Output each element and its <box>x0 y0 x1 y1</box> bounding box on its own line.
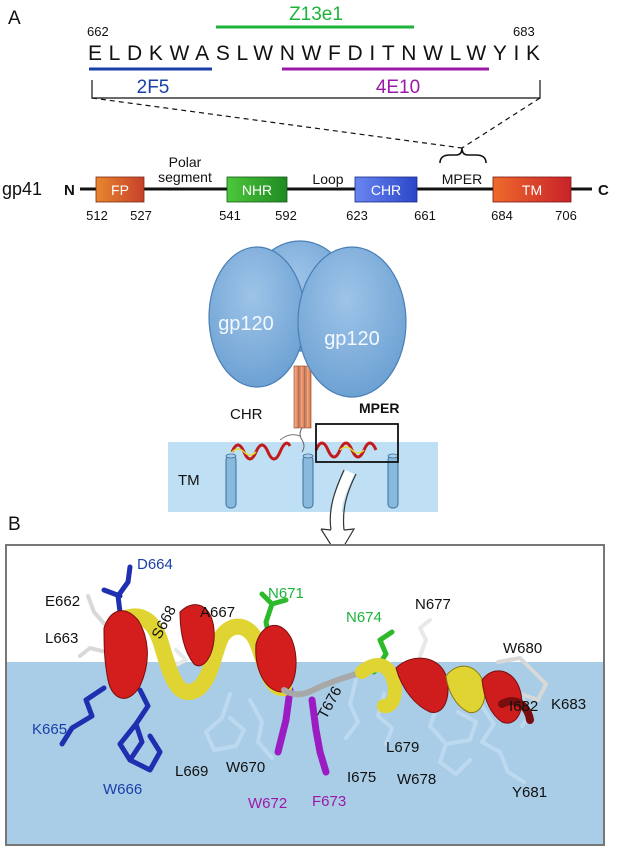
residue-n674: N674 <box>346 609 382 626</box>
domain-tm-label: TM <box>522 182 542 198</box>
residue-l679: L679 <box>386 739 419 756</box>
residue-w670: W670 <box>226 759 265 776</box>
fp-start: 512 <box>86 208 108 223</box>
residue-w666: W666 <box>103 781 142 798</box>
domain-nhr-label: NHR <box>242 182 272 198</box>
panel-a-label: A <box>8 8 21 29</box>
chr-end: 661 <box>414 208 436 223</box>
zoom-line-left <box>91 97 463 149</box>
peptide-sequence: ELDKWASLWNWFDITNWLWYIK <box>88 42 540 65</box>
polar-segment-label-top: Polar <box>169 154 202 170</box>
domain-fp-label: FP <box>111 182 129 198</box>
residue-y681: Y681 <box>512 784 547 801</box>
tm-end: 706 <box>555 208 577 223</box>
side-chains <box>59 564 548 784</box>
mper-box-label: MPER <box>359 400 399 416</box>
polar-segment-label-bottom: segment <box>158 169 212 185</box>
gp41-label: gp41 <box>2 179 42 199</box>
zoom-arrow <box>320 469 357 558</box>
residue-d664: D664 <box>137 556 173 573</box>
n-terminus: N <box>64 182 75 199</box>
residue-labels: D664 E662 L663 S668 A667 N671 N674 N677 … <box>32 556 586 812</box>
mper-label: MPER <box>442 171 482 187</box>
gp120-left: gp120 <box>208 246 306 388</box>
tm-label: TM <box>178 472 200 489</box>
residue-k683: K683 <box>551 696 586 713</box>
residue-l669: L669 <box>175 763 208 780</box>
zoom-line-right <box>461 97 541 149</box>
mper-helix-ribbon <box>103 604 534 724</box>
fp-end: 527 <box>130 208 152 223</box>
residue-a667: A667 <box>200 604 235 621</box>
domain-chr: CHR <box>354 176 418 203</box>
epitope-z13e1-label: Z13e1 <box>289 4 343 25</box>
domain-tm: TM <box>492 176 572 203</box>
gp41-stalk <box>293 365 312 453</box>
residue-i682: I682 <box>509 698 538 715</box>
c-terminus: C <box>598 182 609 199</box>
domain-chr-label: CHR <box>371 182 401 198</box>
residue-l663: L663 <box>45 630 78 647</box>
seq-end-number: 683 <box>513 24 535 39</box>
loop-label: Loop <box>312 171 343 187</box>
nhr-end: 592 <box>275 208 297 223</box>
residue-n671: N671 <box>268 585 304 602</box>
domain-fp: FP <box>95 176 145 203</box>
residue-k665: K665 <box>32 721 67 738</box>
nhr-start: 541 <box>219 208 241 223</box>
residue-i675: I675 <box>347 769 376 786</box>
gp120-right-label: gp120 <box>324 328 380 350</box>
seq-start-number: 662 <box>87 24 109 39</box>
tm-start: 684 <box>491 208 513 223</box>
epitope-2f5-label: 2F5 <box>137 77 170 98</box>
mper-mini-helices <box>230 434 378 461</box>
tm-helices <box>225 453 399 509</box>
gp120-right: gp120 <box>297 246 407 398</box>
epitope-4e10-label: 4E10 <box>376 77 420 98</box>
chr-stalk-label: CHR <box>230 406 263 423</box>
chr-start: 623 <box>346 208 368 223</box>
residue-f673: F673 <box>312 793 346 810</box>
sequence-bracket <box>91 80 541 99</box>
mper-zoom-box <box>315 423 399 463</box>
gp120-left-label: gp120 <box>218 313 274 335</box>
residue-w672: W672 <box>248 795 287 812</box>
residue-n677: N677 <box>415 596 451 613</box>
residue-e662: E662 <box>45 593 80 610</box>
panel-b-label: B <box>8 514 21 535</box>
domain-nhr: NHR <box>226 176 288 203</box>
residue-w678: W678 <box>397 771 436 788</box>
residue-w680: W680 <box>503 640 542 657</box>
mper-brace <box>439 147 487 164</box>
